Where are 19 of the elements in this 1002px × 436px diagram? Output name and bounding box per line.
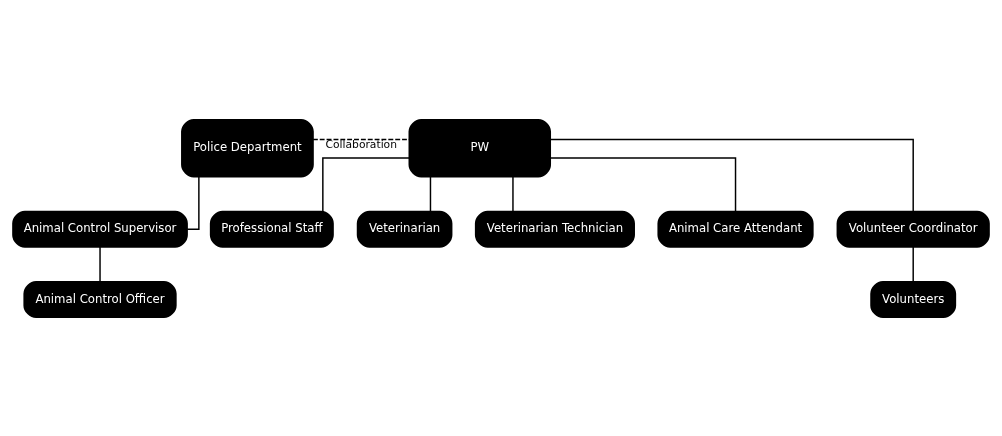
- node-box: Professional Staff: [209, 210, 334, 248]
- node-box: Volunteer Coordinator: [836, 210, 990, 248]
- connector: [429, 175, 432, 212]
- node-box: Veterinarian Technician: [474, 210, 635, 248]
- node-box: Animal Care Attendant: [657, 210, 814, 248]
- connector: [322, 156, 410, 212]
- node-box: Veterinarian: [356, 210, 453, 248]
- node-box: PW: [408, 118, 552, 177]
- node-box: Animal Control Officer: [23, 280, 177, 318]
- connector: [549, 156, 737, 212]
- node-box: Volunteers: [870, 280, 957, 318]
- connector: [912, 245, 914, 282]
- connector: [186, 175, 200, 230]
- node-box: Animal Control Supervisor: [12, 210, 188, 248]
- connector: [99, 245, 101, 282]
- connector: [512, 175, 514, 212]
- edge-label: Collaboration: [325, 137, 397, 151]
- node-box: Police Department: [181, 118, 314, 177]
- connector: [549, 138, 914, 212]
